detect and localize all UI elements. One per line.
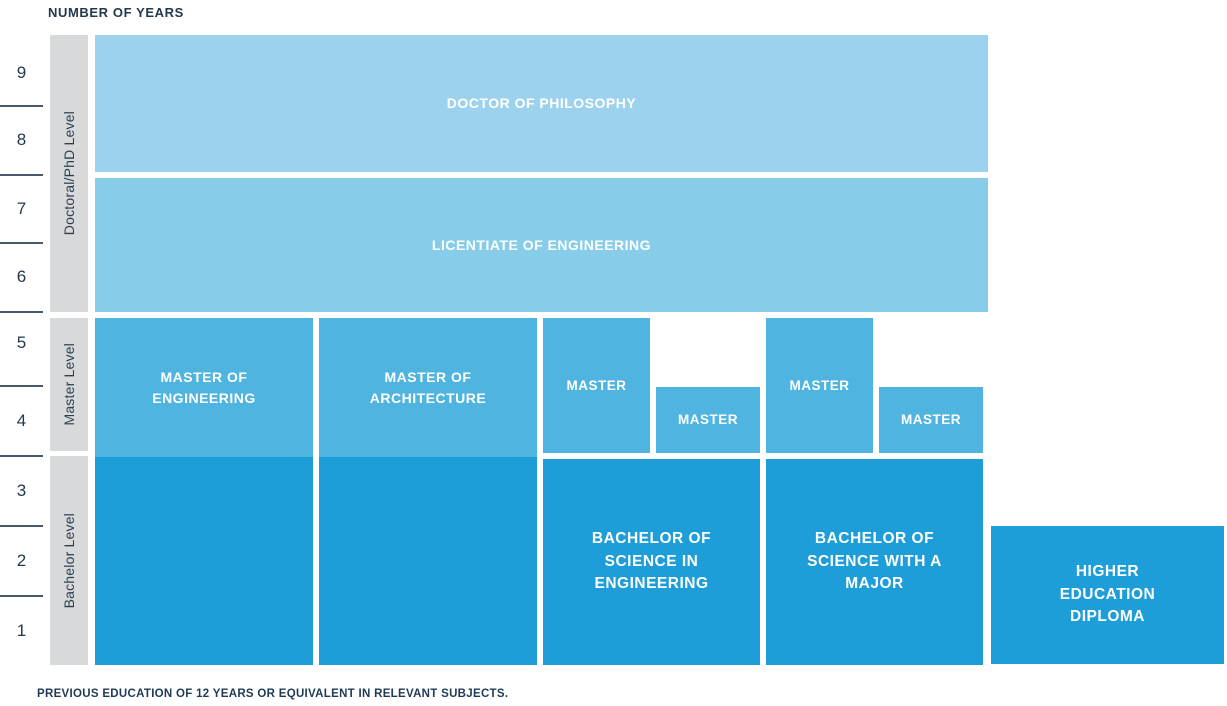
program-master-one-year: MASTER — [656, 387, 760, 453]
program-label: MASTER — [901, 412, 961, 428]
program-master-of-engineering: MASTER OF ENGINEERING — [95, 318, 313, 457]
axis-tick — [0, 455, 43, 457]
program-label: LICENTIATE OF ENGINEERING — [431, 236, 652, 253]
footnote: PREVIOUS EDUCATION OF 12 YEARS OR EQUIVA… — [37, 688, 509, 700]
program-bachelor-of-science-with-a-major: BACHELOR OF SCIENCE WITH A MAJOR — [766, 459, 983, 665]
program-licentiate-of-engineering: LICENTIATE OF ENGINEERING — [95, 178, 988, 312]
program-label: MASTER OF ENGINEERING — [152, 369, 256, 406]
axis-year-label: 1 — [16, 621, 27, 640]
program-label: BACHELOR OF SCIENCE IN ENGINEERING — [591, 530, 712, 593]
axis-tick — [0, 595, 43, 597]
axis-title: NUMBER OF YEARS — [48, 5, 184, 20]
program-label: MASTER — [566, 377, 627, 393]
axis-year-label: 8 — [16, 130, 27, 149]
axis-tick — [0, 174, 43, 176]
level-band-label: Bachelor Level — [61, 512, 77, 609]
program-label: BACHELOR OF SCIENCE WITH A MAJOR — [807, 530, 942, 593]
program-doctor-of-philosophy: DOCTOR OF PHILOSOPHY — [95, 35, 988, 172]
program-master-two-year: MASTER — [766, 318, 873, 453]
program-label: MASTER — [678, 412, 738, 428]
level-band-bachelor: Bachelor Level — [50, 456, 88, 665]
program-higher-education-diploma: HIGHER EDUCATION DIPLOMA — [991, 526, 1224, 664]
program-master-of-engineering-bachelor-years — [95, 457, 313, 665]
axis-year-label: 7 — [16, 199, 27, 218]
level-band-label: Doctoral/PhD Level — [61, 111, 77, 236]
program-label: MASTER — [789, 377, 850, 393]
axis-tick — [0, 242, 43, 244]
level-band-label: Master Level — [61, 343, 77, 426]
axis-year-label: 2 — [16, 551, 27, 570]
program-master-two-year: MASTER — [543, 318, 650, 453]
program-master-of-architecture-bachelor-years — [319, 457, 537, 665]
program-label: MASTER OF ARCHITECTURE — [369, 369, 487, 406]
axis-year-label: 9 — [16, 63, 27, 82]
level-band-master: Master Level — [50, 318, 88, 451]
axis-year-label: 6 — [16, 267, 27, 286]
axis-year-label: 3 — [16, 481, 27, 500]
program-label: HIGHER EDUCATION DIPLOMA — [1059, 563, 1156, 626]
axis-tick — [0, 105, 43, 107]
axis-tick — [0, 525, 43, 527]
level-band-doctoral: Doctoral/PhD Level — [50, 35, 88, 312]
axis-year-label: 4 — [16, 411, 27, 430]
program-master-of-architecture: MASTER OF ARCHITECTURE — [319, 318, 537, 457]
axis-tick — [0, 385, 43, 387]
program-bachelor-of-science-in-engineering: BACHELOR OF SCIENCE IN ENGINEERING — [543, 459, 760, 665]
program-master-one-year: MASTER — [879, 387, 983, 453]
program-label: DOCTOR OF PHILOSOPHY — [446, 95, 637, 112]
axis-tick — [0, 311, 43, 313]
axis-year-label: 5 — [16, 333, 27, 352]
